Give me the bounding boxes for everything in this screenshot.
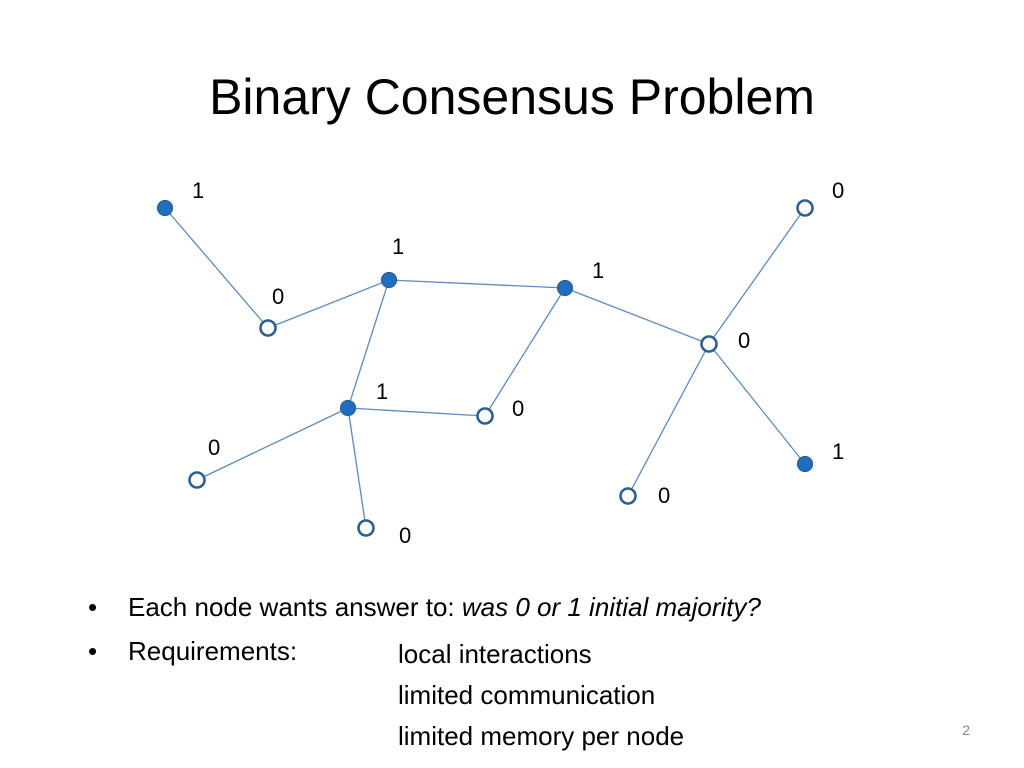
- graph-edge-g-h: [347, 407, 486, 417]
- question-text: Each node wants answer to:: [128, 592, 462, 622]
- graph-edge-f-k: [708, 343, 806, 465]
- graph-node-labels: 1 0 1 1 0 0 1 0 0 0 1 0: [192, 178, 844, 548]
- graph-node-j: [357, 519, 375, 537]
- graph-node-g: [339, 399, 357, 417]
- graph-node-label-f: 0: [738, 328, 750, 353]
- requirements-label: Requirements:: [128, 636, 298, 666]
- graph-node-i: [188, 471, 206, 489]
- graph-edge-b-c: [267, 279, 390, 329]
- slide-title: Binary Consensus Problem: [209, 69, 815, 125]
- question-italic: was 0 or 1 initial majority?: [461, 592, 761, 622]
- requirements-list: local interactions limited communication…: [398, 634, 684, 757]
- graph-node-label-h: 0: [512, 396, 524, 421]
- graph-node-label-a: 1: [192, 178, 204, 203]
- graph-node-a: [156, 199, 174, 217]
- graph-node-label-e: 0: [832, 178, 844, 203]
- graph-node-l: [619, 487, 637, 505]
- requirement-item: limited communication: [398, 680, 656, 710]
- graph-edge-f-e: [708, 207, 806, 345]
- graph-nodes: [156, 199, 814, 537]
- graph-edge-d-h: [484, 287, 566, 417]
- graph-edge-a-b: [164, 207, 269, 329]
- graph-edge-g-i: [196, 407, 349, 481]
- graph-edge-f-l: [627, 343, 710, 497]
- bullet-icon: •: [88, 592, 98, 622]
- page-number: 2: [962, 722, 970, 738]
- graph-node-label-d: 1: [592, 258, 604, 283]
- graph-node-e: [796, 199, 814, 217]
- graph-edge-d-f: [564, 287, 710, 345]
- bullet-icon: •: [88, 636, 98, 666]
- graph-node-label-b: 0: [272, 284, 284, 309]
- graph-node-c: [380, 271, 398, 289]
- network-graph: 1 0 1 1 0 0 1 0 0 0 1 0: [156, 178, 844, 548]
- graph-node-b: [259, 319, 277, 337]
- graph-node-f: [700, 335, 718, 353]
- graph-node-label-j: 0: [399, 523, 411, 548]
- graph-edge-c-g: [347, 279, 390, 409]
- graph-edge-g-j: [347, 407, 367, 529]
- graph-node-label-l: 0: [658, 483, 670, 508]
- graph-edge-c-d: [388, 279, 566, 289]
- graph-edges: [164, 207, 806, 529]
- requirement-item: local interactions: [398, 639, 592, 669]
- graph-node-label-i: 0: [208, 435, 220, 460]
- graph-node-label-c: 1: [392, 234, 404, 259]
- graph-node-k: [796, 455, 814, 473]
- requirement-item: limited memory per node: [398, 721, 685, 751]
- graph-node-label-k: 1: [832, 439, 844, 464]
- graph-node-h: [476, 407, 494, 425]
- graph-node-d: [556, 279, 574, 297]
- graph-node-label-g: 1: [376, 379, 388, 404]
